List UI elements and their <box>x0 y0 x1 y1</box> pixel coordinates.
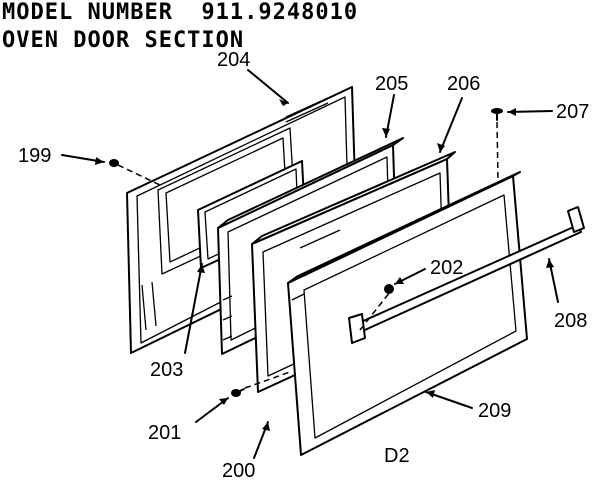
callout-202: 202 <box>430 257 463 279</box>
door-handle <box>348 206 585 344</box>
diagram-code: D2 <box>384 445 410 467</box>
screw-201 <box>231 388 245 397</box>
screw-202 <box>384 284 394 294</box>
callout-208: 208 <box>554 310 587 332</box>
callout-200: 200 <box>222 460 255 482</box>
callout-201: 201 <box>148 422 181 444</box>
assembly-line <box>496 121 499 181</box>
assembly-line <box>244 371 291 389</box>
screw-207 <box>491 108 503 121</box>
screw-199 <box>109 159 119 167</box>
model-number-title: MODEL NUMBER 911.9248010 <box>2 0 359 25</box>
callout-209: 209 <box>478 400 511 422</box>
outer-door-panel <box>287 171 528 456</box>
assembly-line <box>117 164 161 186</box>
callout-204: 204 <box>217 49 250 71</box>
callout-205: 205 <box>375 73 408 95</box>
assembly-line <box>359 291 391 331</box>
leader-arrowheads <box>95 99 554 431</box>
callout-206: 206 <box>447 73 480 95</box>
section-title: OVEN DOOR SECTION <box>2 28 245 53</box>
callout-207: 207 <box>556 101 589 123</box>
callout-203: 203 <box>150 359 183 381</box>
callout-199: 199 <box>18 145 51 167</box>
